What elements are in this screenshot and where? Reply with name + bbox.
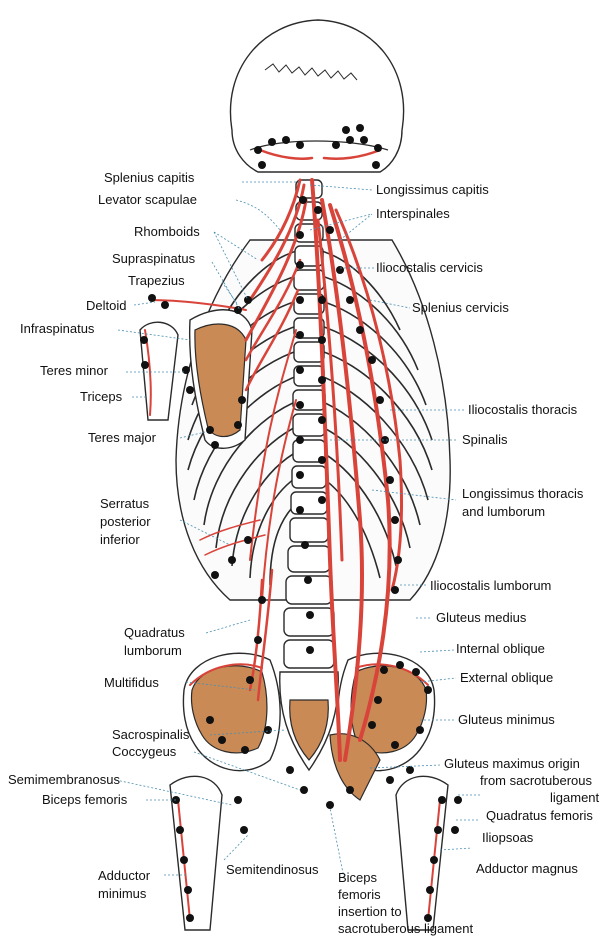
label-semimembranosus: Semimembranosus — [8, 772, 120, 787]
label-gluteus-maximus-line1: Gluteus maximus origin — [444, 756, 580, 771]
label-levator-scapulae: Levator scapulae — [98, 192, 197, 207]
label-splenius-cervicis: Splenius cervicis — [412, 300, 509, 315]
label-splenius-capitis: Splenius capitis — [104, 170, 195, 185]
label-gluteus-medius: Gluteus medius — [436, 610, 527, 625]
label-longissimus-capitis: Longissimus capitis — [376, 182, 489, 197]
label-iliocostalis-cervicis: Iliocostalis cervicis — [376, 260, 483, 275]
label-iliocostalis-thoracis: Iliocostalis thoracis — [468, 402, 578, 417]
label-quadratus-lumborum-line2: lumborum — [124, 643, 182, 658]
label-supraspinatus: Supraspinatus — [112, 251, 196, 266]
label-serratus-line2: posterior — [100, 514, 151, 529]
label-serratus-line3: inferior — [100, 532, 140, 547]
label-iliocostalis-lumborum: Iliocostalis lumborum — [430, 578, 551, 593]
label-interspinales: Interspinales — [376, 206, 450, 221]
label-quadratus-femoris-visible: Quadratus femoris — [486, 808, 593, 823]
label-rhomboids: Rhomboids — [134, 224, 200, 239]
label-biceps-insertion-line2: femoris — [338, 887, 381, 902]
label-gluteus-maximus-line3: ligament — [550, 790, 600, 805]
label-spinalis: Spinalis — [462, 432, 508, 447]
label-triceps: Triceps — [80, 389, 123, 404]
label-teres-major: Teres major — [88, 430, 157, 445]
label-quadratus-lumborum-line1: Quadratus — [124, 625, 185, 640]
skeleton — [140, 20, 450, 930]
label-sacrospinalis: Sacrospinalis — [112, 727, 190, 742]
label-longissimus-thoracis-line1: Longissimus thoracis — [462, 486, 584, 501]
label-adductor-minimus-line2: minimus — [98, 886, 147, 901]
label-semitendinosus: Semitendinosus — [226, 862, 319, 877]
label-biceps-insertion-line4: sacrotuberous ligament — [338, 921, 474, 936]
label-biceps-insertion-line1: Biceps — [338, 870, 378, 885]
label-internal-oblique: Internal oblique — [456, 641, 545, 656]
label-gluteus-minimus: Gluteus minimus — [458, 712, 555, 727]
label-infraspinatus: Infraspinatus — [20, 321, 95, 336]
label-adductor-minimus-line1: Adductor — [98, 868, 151, 883]
label-multifidus: Multifidus — [104, 675, 159, 690]
label-biceps-insertion-line3: insertion to — [338, 904, 402, 919]
label-serratus-line1: Serratus — [100, 496, 150, 511]
label-gluteus-maximus-line2: from sacrotuberous — [480, 773, 592, 788]
label-external-oblique: External oblique — [460, 670, 553, 685]
label-longissimus-thoracis-line2: and lumborum — [462, 504, 545, 519]
label-deltoid: Deltoid — [86, 298, 126, 313]
label-adductor-magnus: Adductor magnus — [476, 861, 578, 876]
label-coccygeus: Coccygeus — [112, 744, 177, 759]
label-teres-minor: Teres minor — [40, 363, 109, 378]
label-iliopsoas: Iliopsoas — [482, 830, 534, 845]
label-trapezius: Trapezius — [128, 273, 185, 288]
sacrospinalis-area — [290, 700, 329, 760]
label-biceps-femoris: Biceps femoris — [42, 792, 128, 807]
